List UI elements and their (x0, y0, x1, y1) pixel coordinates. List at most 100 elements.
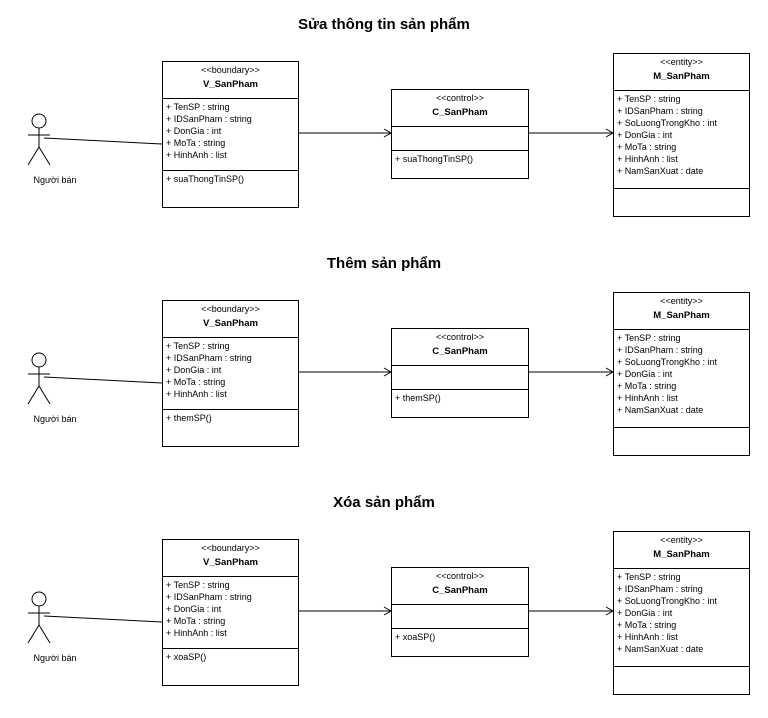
operation-line: + xoaSP() (166, 652, 207, 662)
operation-line: + suaThongTinSP() (166, 174, 244, 184)
stereotype-label: <<control>> (435, 332, 485, 342)
attribute-line: + MoTa : string (166, 138, 226, 148)
class-name: V_SanPham (203, 79, 258, 90)
attribute-line: + HinhAnh : list (617, 393, 678, 403)
attribute-line: + HinhAnh : list (166, 389, 227, 399)
actor-stick-figure-icon (27, 113, 51, 166)
stereotype-label: <<control>> (435, 93, 485, 103)
operations-compartment: + themSP() (392, 390, 528, 417)
entity-class[interactable]: <<entity>>M_SanPham + TenSP : string + IDS… (613, 292, 750, 456)
entity-class-header: <<entity>>M_SanPham (614, 293, 749, 330)
attribute-line: + TenSP : string (166, 102, 230, 112)
attributes-compartment (392, 366, 528, 390)
section-title: Thêm sản phẩm (326, 255, 442, 272)
connectors (43, 606, 615, 623)
attribute-line: + NamSanXuat : date (617, 644, 704, 654)
attribute-line: + IDSanPham : string (617, 345, 703, 355)
stereotype-label: <<entity>> (660, 535, 703, 545)
operations-compartment: + suaThongTinSP() (163, 171, 298, 207)
operations-compartment: + themSP() (163, 410, 298, 446)
control-class-header: <<control>> C_SanPham (392, 568, 528, 605)
attribute-line: + MoTa : string (617, 381, 677, 391)
boundary-class[interactable]: <<boundary>>V_SanPham + TenSP : string + I… (162, 300, 299, 447)
boundary-class-header: <<boundary>>V_SanPham (163, 301, 298, 338)
attributes-compartment (392, 605, 528, 629)
attribute-line: + HinhAnh : list (617, 154, 678, 164)
operation-line: + xoaSP() (395, 632, 436, 642)
section-title: Xóa sản phẩm (333, 494, 435, 511)
attribute-line: + TenSP : string (617, 333, 681, 343)
entity-class[interactable]: <<entity>>M_SanPham + TenSP : string + IDS… (613, 53, 750, 217)
control-class[interactable]: <<control>> C_SanPham + xoaSP() (391, 567, 529, 657)
attributes-compartment: + TenSP : string + IDSanPham : string + Do… (163, 338, 298, 410)
attribute-line: + MoTa : string (617, 142, 677, 152)
attribute-line: + TenSP : string (617, 572, 681, 582)
operations-compartment: + xoaSP() (392, 629, 528, 656)
attribute-line: + IDSanPham : string (617, 106, 703, 116)
section-title: Sửa thông tin sản phẩm (298, 16, 470, 33)
attribute-line: + DonGia : int (617, 369, 673, 379)
actor-user[interactable]: Người bán (25, 352, 85, 442)
boundary-class[interactable]: <<boundary>>V_SanPham+ TenSP : string+ I… (162, 539, 299, 686)
attribute-line: + TenSP : string (166, 580, 230, 590)
attribute-line: + MoTa : string (166, 616, 226, 626)
actor-user[interactable]: Người bán (25, 591, 85, 681)
attribute-line: + HinhAnh : list (166, 150, 227, 160)
attribute-line: + DonGia : int (166, 126, 222, 136)
boundary-class[interactable]: <<boundary>> V_SanPham + TenSP : string+ I… (162, 61, 299, 208)
attribute-line: + HinhAnh : list (166, 628, 227, 638)
attribute-line: + SoLuongTrongKho : int (617, 118, 717, 128)
attribute-line: + TenSP : string (617, 94, 681, 104)
boundary-class-header: <<boundary>> V_SanPham (163, 540, 298, 577)
attribute-line: + MoTa : string (166, 377, 226, 387)
actor-name: Người bán (33, 414, 77, 424)
class-name: C_SanPham (432, 585, 488, 596)
attributes-compartment: + TenSP : string+ IDSanPham : string+ Do… (163, 99, 298, 171)
class-name: V_SanPham (203, 318, 258, 329)
connectors (43, 128, 615, 145)
stereotype-label: <<boundary>> (201, 543, 260, 553)
attribute-line: + NamSanXuat : date (617, 405, 704, 415)
attribute-line: + DonGia : int (166, 604, 222, 614)
actor-name: Người bán (33, 175, 77, 185)
stereotype-label: <<control>> (435, 571, 485, 581)
attribute-line: + MoTa : string (617, 620, 677, 630)
actor-user[interactable]: Người bán (25, 113, 85, 203)
attribute-line: + NamSanXuat : date (617, 166, 704, 176)
operations-compartment: + suaThongTinSP() (392, 151, 528, 178)
operations-compartment (614, 428, 749, 455)
entity-class-header: <<entity>> M_SanPham (614, 532, 749, 569)
actor-name: Người bán (33, 653, 77, 663)
class-name: M_SanPham (653, 549, 710, 560)
connectors (43, 367, 615, 384)
attribute-line: + DonGia : int (617, 608, 673, 618)
operation-line: + suaThongTinSP() (395, 154, 473, 164)
operations-compartment (614, 667, 749, 694)
actor-stick-figure-icon (27, 591, 51, 644)
control-class[interactable]: <<control>>C_SanPham+ suaThongTinSP() (391, 89, 529, 179)
operation-line: + themSP() (166, 413, 212, 423)
actor-association-line (43, 615, 163, 623)
class-name: M_SanPham (653, 71, 710, 82)
attribute-line: + DonGia : int (166, 365, 222, 375)
actor-association-line (43, 376, 163, 384)
attribute-line: + HinhAnh : list (617, 632, 678, 642)
entity-class-header: <<entity>>M_SanPham (614, 54, 749, 91)
attributes-compartment: + TenSP : string+ IDSanPham : string+ So… (614, 330, 749, 428)
attribute-line: + IDSanPham : string (617, 584, 703, 594)
operations-compartment (614, 189, 749, 216)
control-class-header: <<control>>C_SanPham (392, 329, 528, 366)
attribute-line: + DonGia : int (617, 130, 673, 140)
attribute-line: + SoLuongTrongKho : int (617, 596, 717, 606)
class-name: V_SanPham (203, 557, 258, 568)
attribute-line: + IDSanPham : string (166, 353, 252, 363)
entity-class[interactable]: <<entity>> M_SanPham + TenSP : string + IDS… (613, 531, 750, 695)
control-class[interactable]: <<control>>C_SanPham + themSP() (391, 328, 529, 418)
stereotype-label: <<boundary>> (201, 65, 260, 75)
attributes-compartment (392, 127, 528, 151)
attribute-line: + TenSP : string (166, 341, 230, 351)
class-name: M_SanPham (653, 310, 710, 321)
